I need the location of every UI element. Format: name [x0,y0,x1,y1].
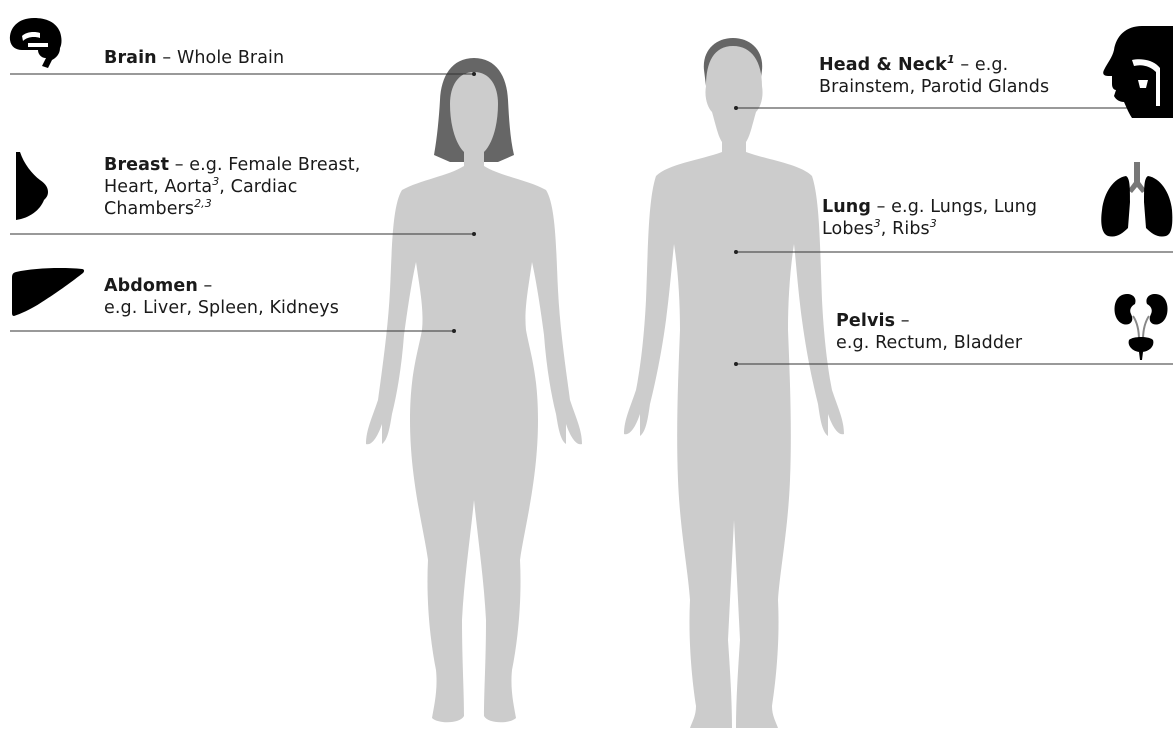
abdomen-title: Abdomen [104,276,198,296]
male-figure [624,38,844,728]
lung-title: Lung [822,197,871,217]
head-neck-title: Head & Neck [819,55,947,75]
abdomen-desc: e.g. Liver, Spleen, Kidneys [104,298,339,318]
breast-label: Breast – e.g. Female Breast, Heart, Aort… [104,154,360,220]
brain-label: Brain – Whole Brain [104,47,284,69]
head-neck-desc: Brainstem, Parotid Glands [819,77,1049,97]
brain-desc: Whole Brain [177,48,284,68]
head-neck-icon [1102,26,1173,120]
pelvis-label: Pelvis – e.g. Rectum, Bladder [836,310,1022,354]
kidneys-bladder-icon [1113,290,1169,362]
male-body [624,46,844,728]
female-body [366,72,582,722]
head-neck-label: Head & Neck1 – e.g. Brainstem, Parotid G… [819,54,1049,98]
breast-icon [12,152,52,222]
female-figure [366,58,582,722]
brain-title: Brain [104,48,157,68]
lungs-icon [1100,162,1173,238]
breast-title: Breast [104,155,169,175]
brain-icon [8,16,64,70]
abdomen-label: Abdomen – e.g. Liver, Spleen, Kidneys [104,275,339,319]
pelvis-title: Pelvis [836,311,895,331]
liver-icon [10,266,86,318]
pelvis-desc: e.g. Rectum, Bladder [836,333,1022,353]
lung-label: Lung – e.g. Lungs, Lung Lobes3, Ribs3 [822,196,1037,240]
